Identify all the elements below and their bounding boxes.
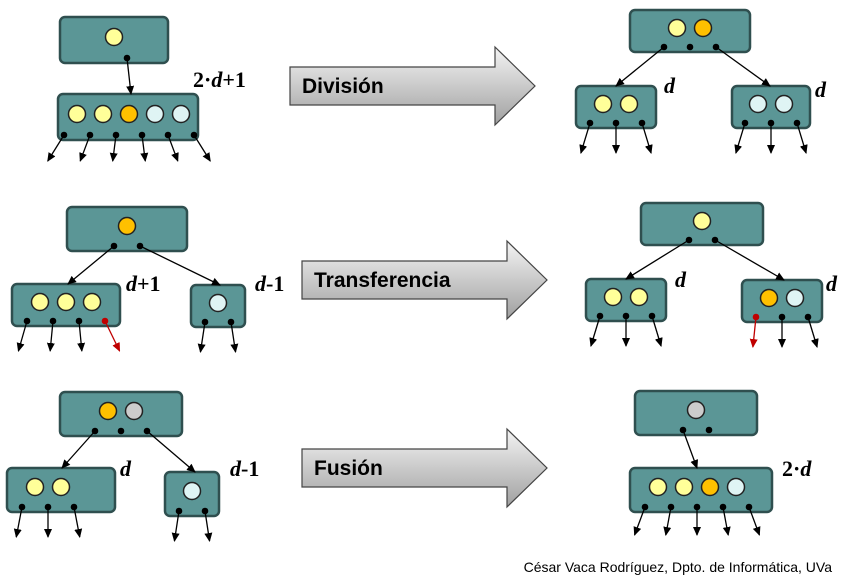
pointer-arrow <box>204 510 213 542</box>
pointer-arrow <box>171 510 180 542</box>
pointer-arrow <box>663 506 672 536</box>
key-gray <box>686 400 706 420</box>
transferencia-arrow-label: Transferencia <box>314 269 451 292</box>
key-orange <box>759 288 779 308</box>
pointer-dot <box>117 427 125 435</box>
pointer-arrow <box>682 429 698 469</box>
pointer-arrow <box>714 239 785 281</box>
key-yellow <box>93 104 113 124</box>
pointer-arrow <box>722 506 731 536</box>
pointer-arrow <box>73 506 83 538</box>
pointer-arrow <box>748 506 761 536</box>
transferencia-arrow <box>301 239 548 321</box>
key-light <box>145 104 165 124</box>
transferencia-after-left-size-label: d <box>675 267 687 292</box>
key-orange <box>700 477 720 497</box>
key-yellow <box>692 211 712 231</box>
key-yellow <box>593 94 613 114</box>
pointer-arrow <box>126 57 135 95</box>
key-orange <box>119 104 139 124</box>
division-after-left-size-label: d <box>664 73 676 98</box>
fusion-after-size-label: 2·d <box>782 456 812 481</box>
key-yellow <box>619 94 639 114</box>
pointer-arrow <box>715 46 771 87</box>
key-light <box>748 94 768 114</box>
red-pointer-arrow <box>749 316 758 348</box>
pointer-arrow <box>46 320 55 352</box>
key-gray <box>124 401 144 421</box>
transferencia-before-left-size-label: d+1 <box>126 271 161 296</box>
key-yellow <box>104 27 124 47</box>
fusion-before-right-size-label: d-1 <box>230 456 259 481</box>
division-after-parent <box>628 8 752 54</box>
fusion-arrow <box>301 427 548 509</box>
pointer-arrow <box>16 320 28 352</box>
pointer-arrow <box>167 134 179 162</box>
pointer-arrow <box>193 134 211 162</box>
key-yellow <box>603 287 623 307</box>
pointer-arrow <box>651 315 663 347</box>
key-yellow <box>30 292 50 312</box>
fusion-arrow-label: Fusión <box>314 457 383 480</box>
pointer-arrow <box>625 239 690 280</box>
pointer-arrow <box>61 430 96 469</box>
pointer-arrow <box>641 122 653 154</box>
key-light <box>208 293 228 313</box>
pointer-arrow <box>67 245 115 285</box>
credit-text: César Vaca Rodríguez, Dpto. de Informáti… <box>523 559 832 575</box>
key-light <box>726 477 746 497</box>
division-before-size-label: 2·d+1 <box>193 67 246 92</box>
pointer-arrow <box>47 134 65 162</box>
key-yellow <box>674 477 694 497</box>
pointer-arrow <box>615 46 665 87</box>
key-yellow <box>51 477 71 497</box>
pointer-arrow <box>807 316 819 348</box>
key-orange <box>98 401 118 421</box>
key-light <box>182 481 202 501</box>
fusion-before-left-size-label: d <box>120 456 132 481</box>
fusion-before-parent <box>58 390 184 438</box>
key-yellow <box>629 287 649 307</box>
pointer-arrow <box>579 122 591 154</box>
key-yellow <box>648 477 668 497</box>
pointer-arrow <box>13 506 23 538</box>
key-orange <box>693 18 713 38</box>
pointer-arrow <box>77 320 86 352</box>
pointer-arrow <box>589 315 601 347</box>
division-after-right-size-label: d <box>815 77 827 102</box>
key-yellow <box>82 292 102 312</box>
pointer-arrow <box>79 134 91 162</box>
key-light <box>785 288 805 308</box>
pointer-dot <box>686 43 694 51</box>
pointer-arrow <box>633 506 646 536</box>
key-yellow <box>56 292 76 312</box>
pointer-arrow <box>197 321 206 353</box>
red-pointer-arrow <box>104 320 121 352</box>
pointer-arrow <box>734 122 746 154</box>
pointer-arrow <box>796 122 808 154</box>
key-orange <box>117 216 137 236</box>
transferencia-after-right-size-label: d <box>826 271 838 296</box>
pointer-dot <box>705 426 713 434</box>
division-arrow <box>289 45 536 127</box>
pointer-arrow <box>139 245 221 286</box>
key-yellow <box>67 104 87 124</box>
pointer-arrow <box>230 321 239 353</box>
key-yellow <box>25 477 45 497</box>
pointer-arrow <box>140 134 149 162</box>
key-light <box>774 94 794 114</box>
transferencia-before-right-size-label: d-1 <box>255 271 284 296</box>
key-yellow <box>667 18 687 38</box>
division-arrow-label: División <box>302 75 384 98</box>
key-light <box>171 104 191 124</box>
pointer-arrow <box>146 430 196 473</box>
pointer-arrow <box>109 134 118 162</box>
